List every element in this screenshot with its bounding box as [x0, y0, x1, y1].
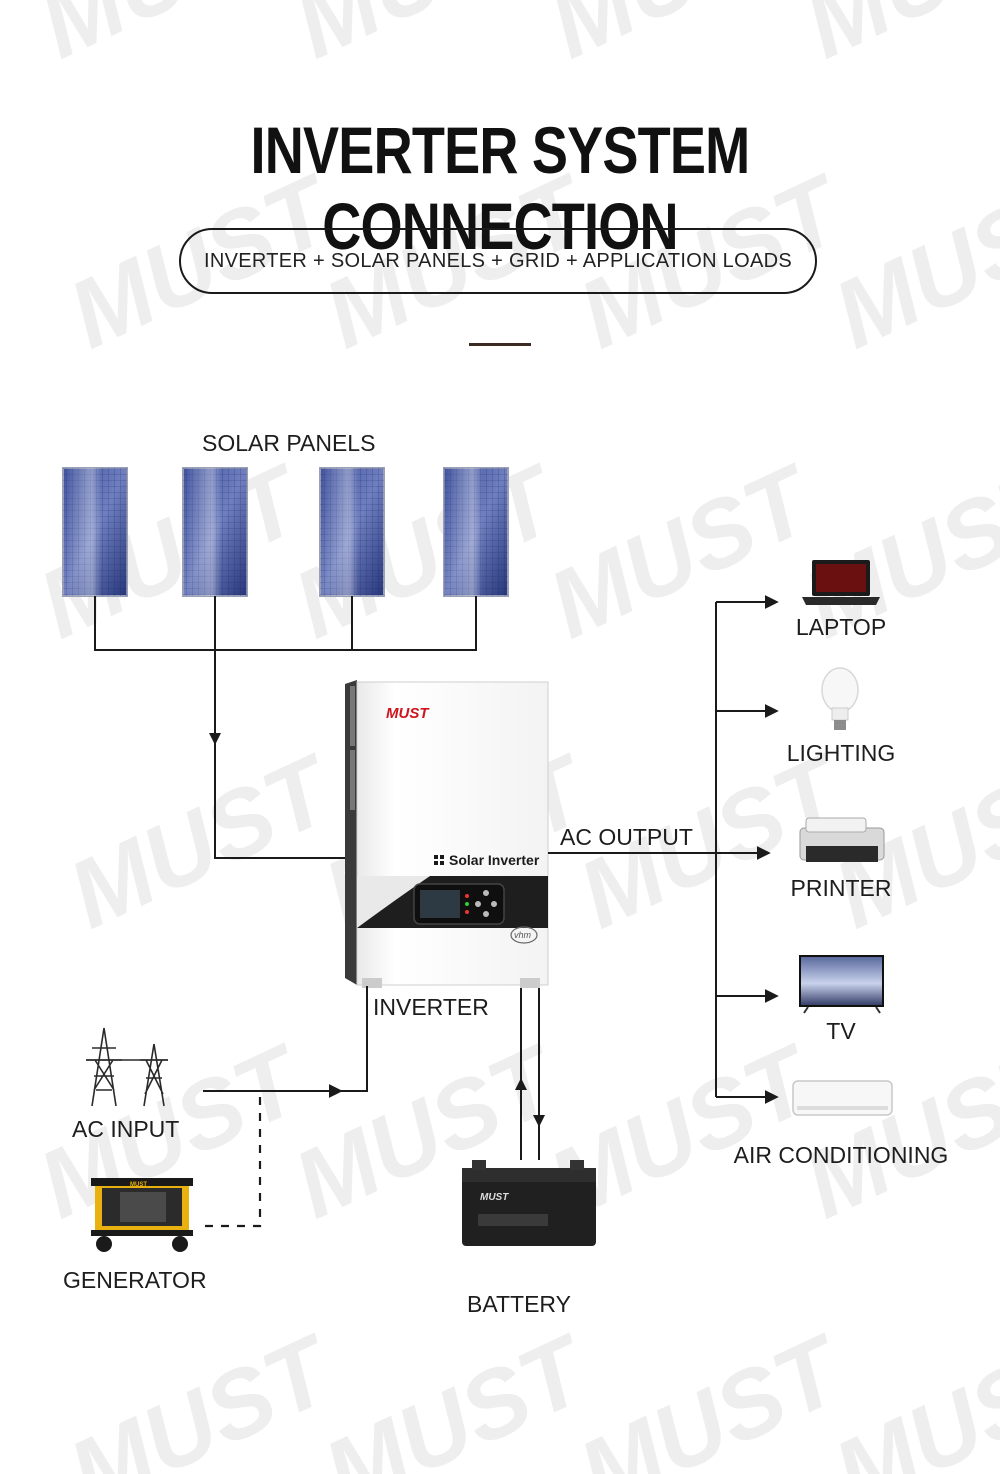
solar-panel-4 [443, 467, 509, 597]
load-label-lighting: LIGHTING [786, 740, 896, 766]
battery-label: BATTERY [467, 1291, 571, 1317]
solar-wiring [94, 596, 477, 859]
page-title: INVERTER SYSTEM CONNECTION [250, 113, 751, 263]
inverter-sub-brand: vhm [514, 930, 532, 940]
generator-brand: MUST [130, 1182, 147, 1188]
load-label-air-conditioning: AIR CONDITIONING [733, 1142, 949, 1168]
solar-panels-label: SOLAR PANELS [202, 430, 376, 456]
load-label-printer: PRINTER [790, 875, 892, 901]
printer-icon [799, 817, 885, 862]
inverter-model-text: Solar Inverter [449, 852, 540, 868]
battery-icon [462, 1160, 596, 1246]
inverter-unit [345, 680, 549, 988]
inverter-model-icon [434, 855, 444, 865]
laptop-icon [802, 560, 880, 605]
solar-panel-3 [319, 467, 385, 597]
solar-panel-2 [182, 467, 248, 597]
air-conditioner-icon [792, 1080, 893, 1116]
load-label-laptop: LAPTOP [795, 614, 887, 640]
ac-input-wiring [203, 986, 368, 1098]
generator-icon [91, 1178, 193, 1252]
subtitle-text: INVERTER + SOLAR PANELS + GRID + APPLICA… [204, 249, 792, 272]
solar-down-arrow [209, 733, 221, 745]
ac-output-wiring [548, 595, 779, 1104]
light-bulb-icon [821, 667, 859, 730]
ac-input-label: AC INPUT [72, 1116, 180, 1142]
battery-up-arrow [515, 1078, 527, 1090]
inverter-brand: MUST [386, 705, 430, 722]
transmission-tower-icon [86, 1027, 168, 1107]
generator-dashed-wiring [203, 1097, 262, 1228]
battery-down-arrow [533, 1115, 545, 1127]
tv-icon [799, 955, 884, 1014]
solar-panel-1 [62, 467, 128, 597]
ac-output-label: AC OUTPUT [560, 824, 693, 850]
title-divider [469, 343, 531, 346]
inverter-label: INVERTER [373, 994, 489, 1020]
subtitle-pill: INVERTER + SOLAR PANELS + GRID + APPLICA… [179, 228, 817, 294]
load-label-tv: TV [826, 1018, 856, 1044]
battery-wiring [520, 988, 540, 1160]
battery-brand: MUST [480, 1192, 509, 1203]
generator-label: GENERATOR [63, 1267, 207, 1293]
